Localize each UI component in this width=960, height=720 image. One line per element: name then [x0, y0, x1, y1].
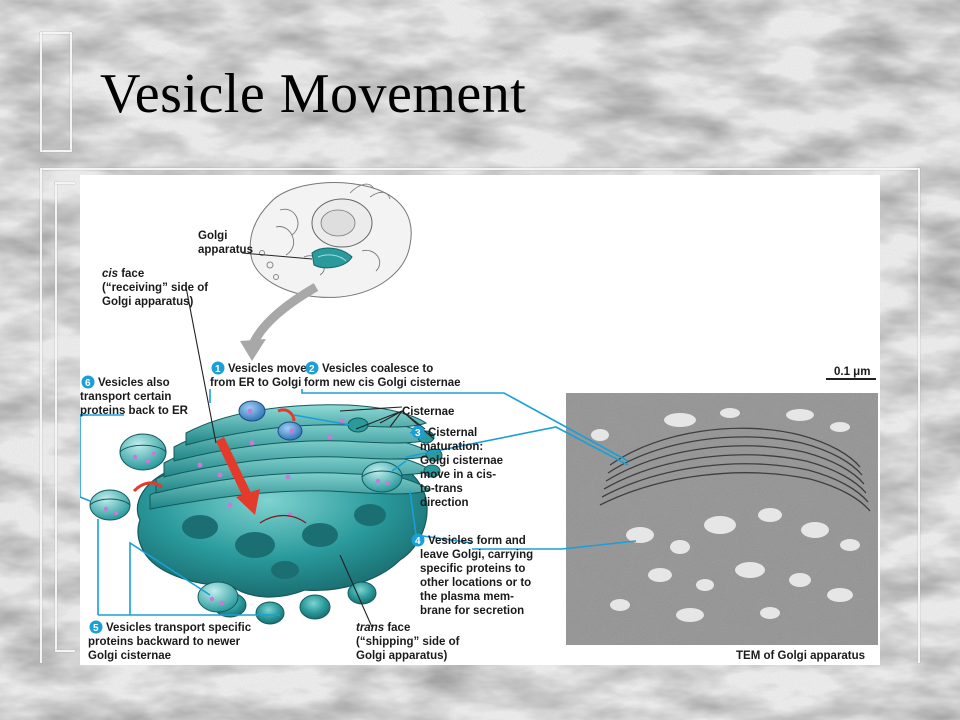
- svg-text:specific proteins to: specific proteins to: [420, 563, 525, 575]
- svg-text:4: 4: [415, 536, 421, 547]
- golgi-diagram-svg: 0.1 μm Golgi: [80, 182, 878, 662]
- golgi-figure: 0.1 μm Golgi: [80, 175, 880, 665]
- svg-text:leave Golgi, carrying: leave Golgi, carrying: [420, 549, 533, 561]
- step-3-label: 3 Cisternal maturation: Golgi cisternae …: [411, 425, 503, 509]
- svg-text:to-trans: to-trans: [420, 483, 463, 495]
- golgi-label: Golgi apparatus: [198, 230, 253, 256]
- svg-text:(“receiving” side of: (“receiving” side of: [102, 282, 208, 294]
- svg-text:6: 6: [85, 378, 91, 389]
- step-4-label: 4 Vesicles form and leave Golgi, carryin…: [411, 533, 533, 617]
- decor-line: [40, 150, 72, 152]
- svg-text:Golgi: Golgi: [198, 230, 227, 242]
- trans-face-label: trans face (“shipping” side of Golgi app…: [356, 622, 460, 662]
- decor-line: [918, 168, 920, 663]
- svg-text:1: 1: [215, 364, 221, 375]
- svg-text:from ER to Golgi: from ER to Golgi: [210, 377, 301, 389]
- leader-lines: [80, 286, 637, 628]
- svg-text:Vesicles coalesce to: Vesicles coalesce to: [322, 363, 433, 375]
- svg-text:trans face: trans face: [356, 622, 410, 634]
- svg-text:5: 5: [93, 623, 99, 634]
- decor-line: [70, 32, 72, 150]
- svg-text:maturation:: maturation:: [420, 441, 483, 453]
- svg-text:(“shipping” side of: (“shipping” side of: [356, 636, 460, 648]
- golgi-apparatus-illustration: [136, 404, 443, 625]
- decor-line: [40, 32, 72, 34]
- scale-bar-label: 0.1 μm: [834, 366, 870, 378]
- step-1-label: 1 Vesicles move from ER to Golgi: [210, 361, 307, 389]
- svg-text:Vesicles move: Vesicles move: [228, 363, 307, 375]
- svg-text:transport certain: transport certain: [80, 391, 171, 403]
- svg-text:Cisternal: Cisternal: [428, 427, 477, 439]
- svg-text:proteins backward to newer: proteins backward to newer: [88, 636, 241, 648]
- svg-text:2: 2: [309, 364, 315, 375]
- svg-text:Golgi cisternae: Golgi cisternae: [420, 455, 503, 467]
- svg-text:direction: direction: [420, 497, 469, 509]
- tem-micrograph: [566, 393, 878, 645]
- svg-text:Vesicles also: Vesicles also: [98, 377, 170, 389]
- svg-text:Golgi cisternae: Golgi cisternae: [88, 650, 171, 662]
- svg-text:brane for secretion: brane for secretion: [420, 605, 524, 617]
- svg-text:other locations or to: other locations or to: [420, 577, 531, 589]
- svg-text:move in a cis-: move in a cis-: [420, 469, 496, 481]
- vesicles: [89, 400, 403, 613]
- step-6-label: 6 Vesicles also transport certain protei…: [80, 375, 189, 417]
- cis-face-label: cis face (“receiving” side of Golgi appa…: [102, 268, 208, 308]
- zoom-arrowhead: [240, 339, 266, 361]
- slide-title: Vesicle Movement: [100, 63, 527, 125]
- svg-text:Vesicles transport specific: Vesicles transport specific: [106, 622, 252, 634]
- cell-golgi-highlight: [311, 247, 353, 269]
- decor-line: [40, 168, 920, 170]
- decor-line: [55, 182, 57, 652]
- zoom-arrow: [247, 283, 319, 349]
- step-2-label: 2 Vesicles coalesce to form new cis Golg…: [304, 361, 461, 389]
- cis-to-trans-arrow: [215, 437, 253, 499]
- decor-line: [55, 650, 75, 652]
- svg-text:3: 3: [415, 428, 421, 439]
- svg-text:cis face: cis face: [102, 268, 144, 280]
- cisternae-label: Cisternae: [402, 406, 454, 418]
- svg-text:apparatus: apparatus: [198, 244, 253, 256]
- decor-line: [40, 32, 42, 152]
- svg-text:proteins back to ER: proteins back to ER: [80, 405, 189, 417]
- svg-text:the plasma mem-: the plasma mem-: [420, 591, 514, 603]
- tem-caption: TEM of Golgi apparatus: [736, 650, 865, 662]
- decor-line: [40, 168, 42, 663]
- svg-text:Golgi apparatus): Golgi apparatus): [356, 650, 448, 662]
- svg-text:form new cis Golgi cisternae: form new cis Golgi cisternae: [304, 377, 461, 389]
- decor-line: [55, 182, 75, 184]
- svg-text:Vesicles form and: Vesicles form and: [428, 535, 526, 547]
- step-5-label: 5 Vesicles transport specific proteins b…: [88, 620, 252, 662]
- svg-text:Golgi apparatus): Golgi apparatus): [102, 296, 194, 308]
- cell-sketch: [241, 182, 412, 298]
- golgi-leader-line: [241, 252, 313, 260]
